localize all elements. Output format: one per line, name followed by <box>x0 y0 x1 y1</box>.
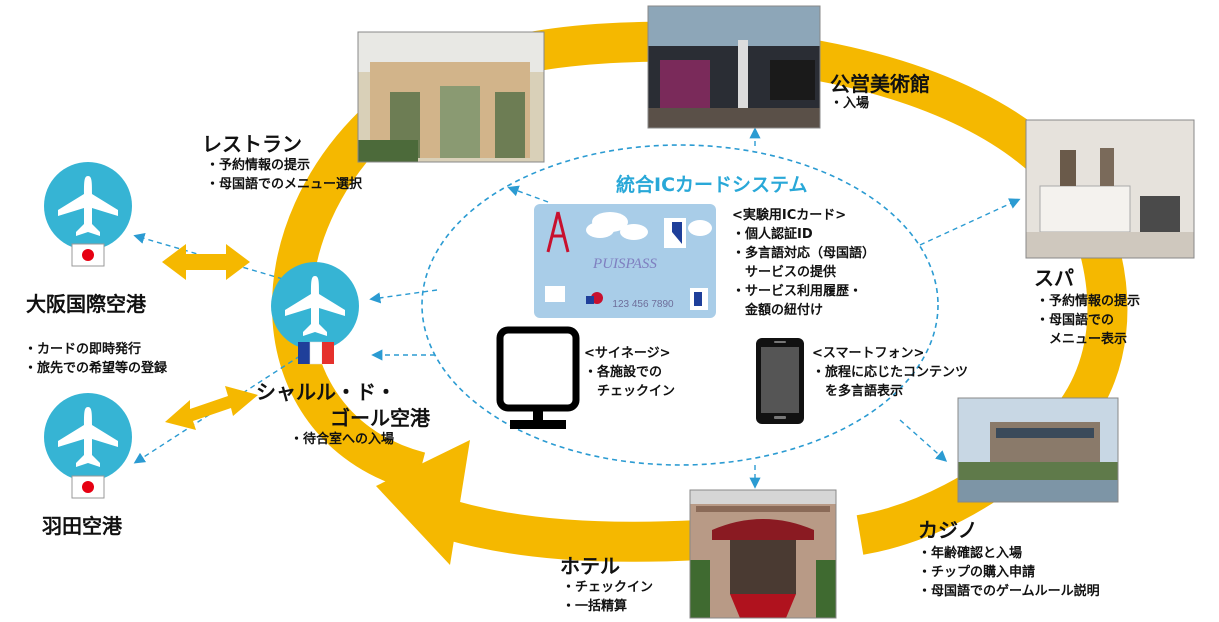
signage-item: ・各施設での <box>584 365 663 380</box>
restaurant-title: レストラン <box>202 132 302 156</box>
hotel-items: ・チェックイン ・一括精算 <box>562 578 653 616</box>
plane-icon-osaka <box>44 162 132 250</box>
double-arrows <box>162 244 258 430</box>
restaurant-item: ・予約情報の提示 <box>206 158 311 173</box>
cdg-items: ・待合室への入場 <box>290 430 394 449</box>
spa-item: ・予約情報の提示 <box>1036 294 1141 309</box>
system-ellipse <box>421 144 939 466</box>
hotel-photo <box>689 489 837 619</box>
card-text: <実験用ICカード> ・個人認証ID ・多言語対応（母国語） サービスの提供 ・… <box>732 206 875 320</box>
spa-photo <box>1025 119 1195 259</box>
spa-item: ・母国語での <box>1036 313 1115 328</box>
casino-photo <box>957 397 1119 503</box>
spa-title: スパ <box>1034 266 1074 290</box>
system-title: 統合ICカードシステム <box>616 174 808 196</box>
spa-items: ・予約情報の提示 ・母国語での メニュー表示 <box>1036 292 1140 349</box>
hotel-title: ホテル <box>560 554 620 578</box>
japan-airports-item: ・カードの即時発行 <box>24 342 142 357</box>
hotel-item: ・一括精算 <box>562 599 628 614</box>
museum-item: ・入場 <box>830 96 870 111</box>
ic-card: PUISPASS 123 456 7890 <box>534 204 716 318</box>
casino-item: ・チップの購入申請 <box>918 565 1036 580</box>
card-item: 金額の紐付け <box>732 303 824 318</box>
cdg-title-line2: ゴール空港 <box>330 406 430 430</box>
signage-icon <box>496 326 580 429</box>
signage-text: <サイネージ> ・各施設での チェックイン <box>584 344 675 401</box>
card-item: ・多言語対応（母国語） <box>732 246 876 261</box>
museum-items: ・入場 <box>830 94 869 113</box>
japan-flag-icon-haneda <box>71 475 105 499</box>
smartphone-item: ・旅程に応じたコンテンツ <box>812 365 969 380</box>
japan-flag-icon-osaka <box>71 243 105 267</box>
card-heading: <実験用ICカード> <box>732 208 847 223</box>
card-brand-text: PUISPASS <box>592 256 657 272</box>
cdg-item: ・待合室への入場 <box>290 432 395 447</box>
signage-heading: <サイネージ> <box>584 346 671 361</box>
haneda-title: 羽田空港 <box>42 514 122 538</box>
spa-item: メニュー表示 <box>1036 332 1128 347</box>
card-number-text: 123 456 7890 <box>612 299 674 310</box>
restaurant-item: ・母国語でのメニュー選択 <box>206 177 363 192</box>
signage-item: チェックイン <box>584 384 676 399</box>
smartphone-item: を多言語表示 <box>812 384 904 399</box>
japan-airports-items: ・カードの即時発行 ・旅先での希望等の登録 <box>24 340 167 378</box>
ring-arrowhead <box>376 440 470 565</box>
restaurant-items: ・予約情報の提示 ・母国語でのメニュー選択 <box>206 156 362 194</box>
casino-item: ・母国語でのゲームルール説明 <box>918 584 1100 599</box>
museum-photo <box>647 5 821 129</box>
museum-title: 公営美術館 <box>830 72 930 96</box>
restaurant-photo <box>357 31 545 163</box>
cdg-title-line1: シャルル・ド・ <box>256 380 396 404</box>
smartphone-icon <box>756 338 804 424</box>
smartphone-text: <スマートフォン> ・旅程に応じたコンテンツ を多言語表示 <box>812 344 968 401</box>
casino-item: ・年齢確認と入場 <box>918 546 1023 561</box>
japan-airports-item: ・旅先での希望等の登録 <box>24 361 168 376</box>
plane-icon-haneda <box>44 393 132 481</box>
casino-items: ・年齢確認と入場 ・チップの購入申請 ・母国語でのゲームルール説明 <box>918 544 1100 601</box>
plane-icon-cdg <box>271 262 359 350</box>
france-flag-icon <box>298 341 334 365</box>
osaka-title: 大阪国際空港 <box>26 292 146 316</box>
card-item: ・サービス利用履歴・ <box>732 284 863 299</box>
smartphone-heading: <スマートフォン> <box>812 346 925 361</box>
hotel-item: ・チェックイン <box>562 580 654 595</box>
casino-title: カジノ <box>918 518 978 542</box>
card-item: サービスの提供 <box>732 265 837 280</box>
card-item: ・個人認証ID <box>732 227 813 242</box>
